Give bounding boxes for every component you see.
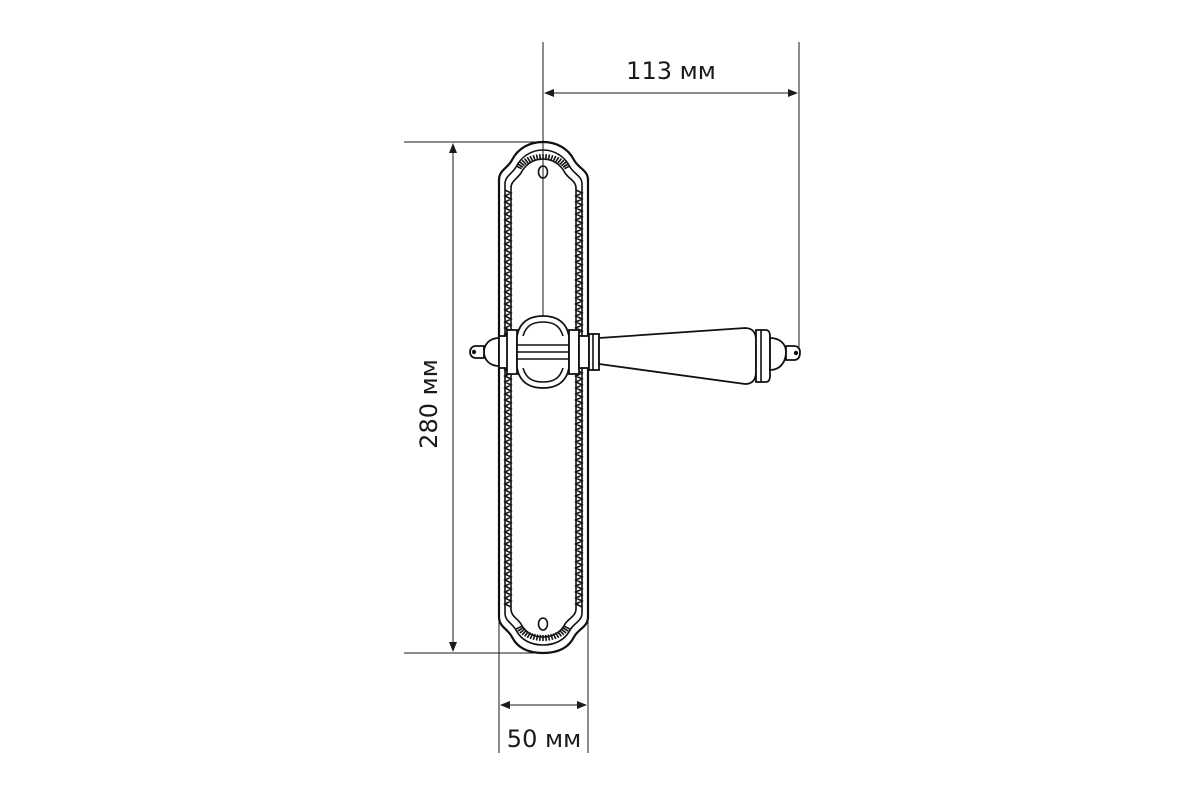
width-label: 50 мм — [507, 725, 581, 753]
backplate-border-outer — [504, 149, 583, 646]
backplate-border-inner — [510, 158, 577, 638]
screw-hole-bottom — [537, 617, 549, 631]
height-dimension: 280 мм — [404, 141, 545, 654]
screw-hole-top — [537, 165, 549, 179]
height-label: 280 мм — [415, 359, 443, 449]
projection-dimension: 113 мм — [542, 42, 800, 352]
rose — [498, 315, 590, 389]
width-dimension: 50 мм — [498, 620, 589, 753]
rear-finial — [469, 337, 500, 367]
projection-label: 113 мм — [626, 57, 716, 85]
lever — [588, 327, 801, 385]
backplate — [497, 140, 590, 655]
backplate-outline — [497, 140, 590, 655]
